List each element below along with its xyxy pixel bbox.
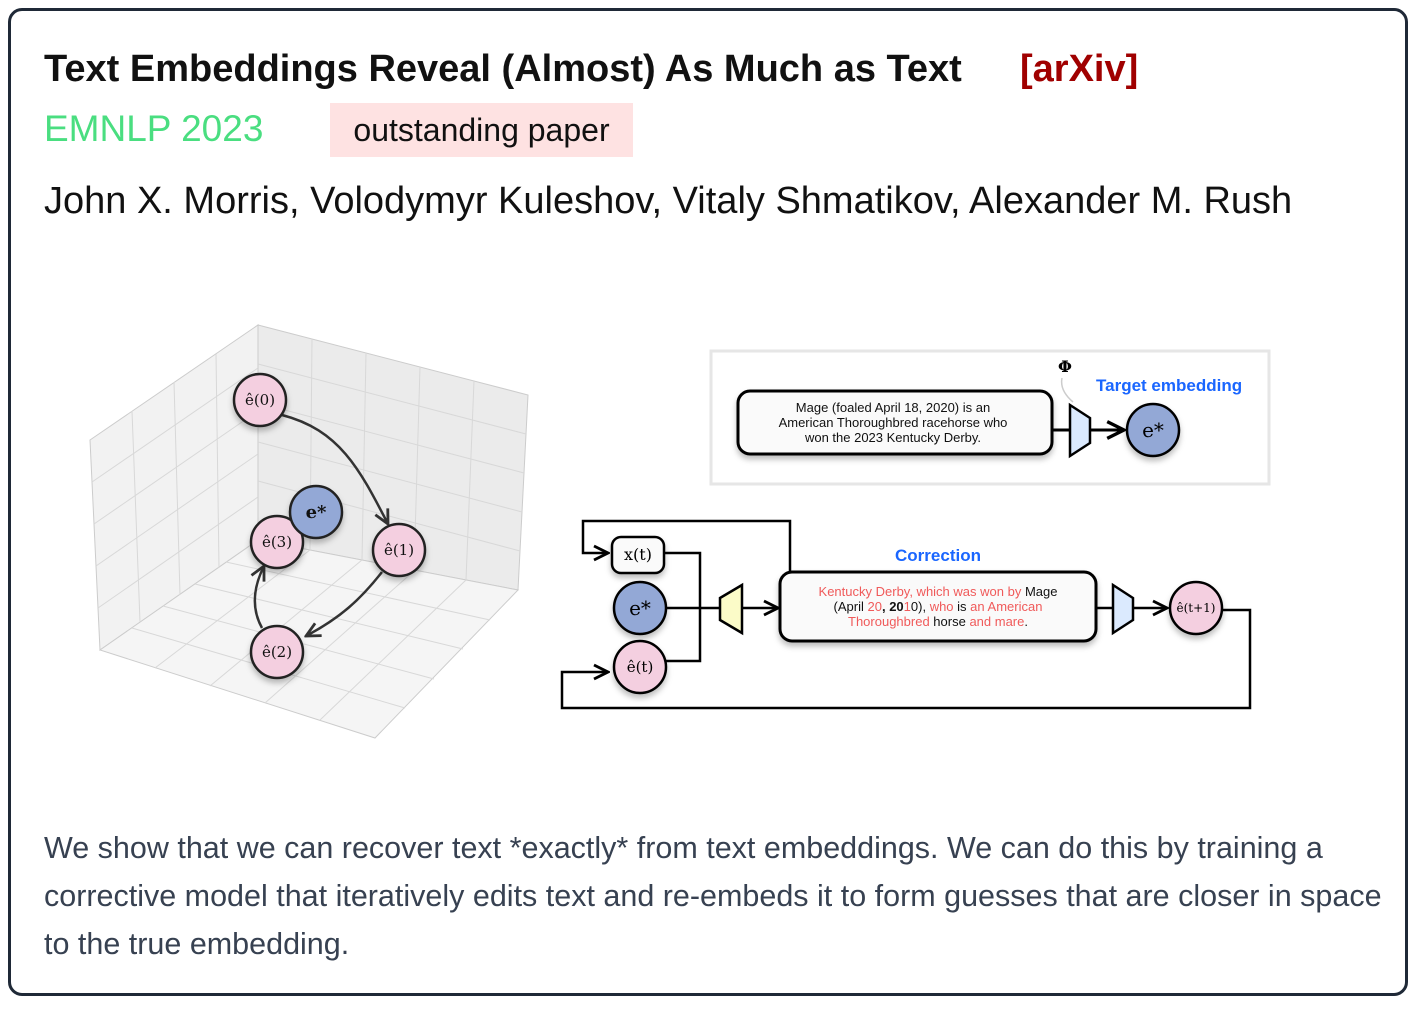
paper-card [8,8,1408,996]
node-e1-label: ê(1) [384,541,414,559]
abstract: We show that we can recover text *exactl… [44,831,1382,961]
e-star-label: e* [629,596,651,620]
node-e3 [249,514,305,570]
node-e1 [371,522,427,578]
source-text-line: American Thoroughbred racehorse who [779,415,1008,430]
corrected-text-line: Thoroughbred horse and mare. [848,614,1028,629]
corrected-text-line: Kentucky Derby, which was won by Mage [819,584,1058,599]
correction-label: Correction [895,546,981,565]
source-text-line: won the 2023 Kentucky Derby. [804,430,981,445]
node-e2-label: ê(2) [262,643,292,661]
paper-title: Text Embeddings Reveal (Almost) As Much … [44,48,962,90]
target-node-label: e* [1142,418,1164,442]
target-embedding-panel: Mage (foaled April 18, 2020) is an Ameri… [709,349,1271,486]
node-e3-label: ê(3) [262,533,292,551]
node-e2 [249,624,305,680]
e-t1-label: ê(t+1) [1177,601,1216,615]
node-e0-label: ê(0) [245,391,275,409]
target-embedding-label: Target embedding [1096,376,1242,395]
node-target-label: e* [306,502,327,523]
x-t-label: x(t) [624,545,652,564]
e-t-label: ê(t) [627,658,654,676]
venue-label: EMNLP 2023 [44,108,264,149]
3d-embedding-plot: ê(0) ê(3) e* ê(1) ê(2) [89,324,529,739]
source-text-line: Mage (foaled April 18, 2020) is an [796,400,990,415]
phi-label: Φ [1058,357,1072,376]
encoder-icon [1111,582,1135,636]
correction-diagram: x(t) e* ê(t) Correction Kentucky Derby, … [560,519,1252,710]
award-badge: outstanding paper [330,103,633,157]
authors: John X. Morris, Volodymyr Kuleshov, Vita… [44,180,1293,222]
encoder-icon [1068,402,1092,459]
node-e0 [232,372,288,428]
decoder-icon [718,582,744,636]
node-target [288,484,344,540]
arxiv-link[interactable]: [arXiv] [1020,48,1139,90]
corrected-text-line: (April 20, 2010), who is an American [834,599,1043,614]
